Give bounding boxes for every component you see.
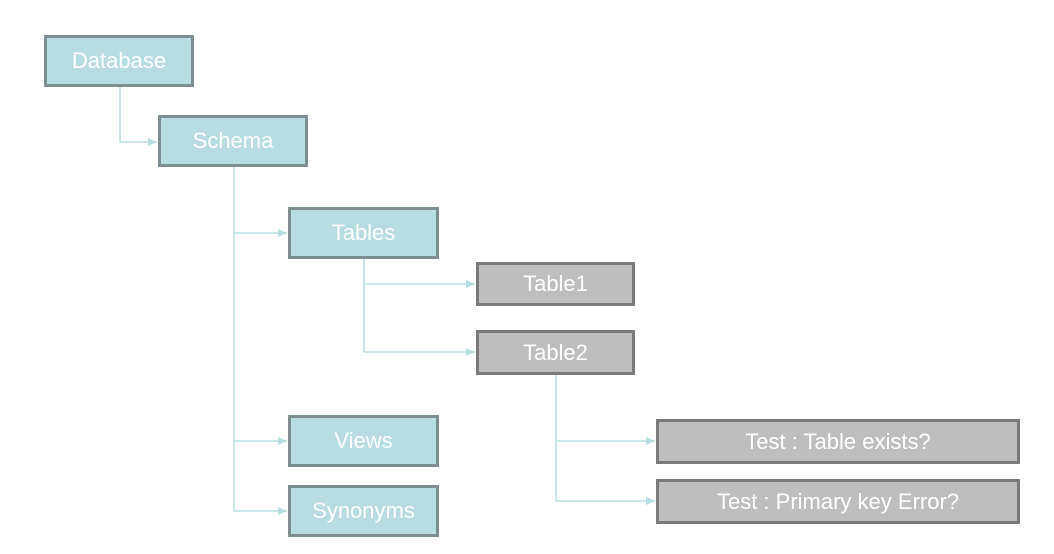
connector-database-schema <box>119 87 157 146</box>
node-views: Views <box>288 415 439 467</box>
node-database: Database <box>44 35 194 87</box>
node-tables: Tables <box>288 207 439 259</box>
node-test-primary-key: Test : Primary key Error? <box>656 479 1020 524</box>
node-schema: Schema <box>158 115 308 167</box>
node-synonyms: Synonyms <box>288 485 439 537</box>
node-table1: Table1 <box>476 262 635 306</box>
node-test-table-exists: Test : Table exists? <box>656 419 1020 464</box>
node-table2: Table2 <box>476 330 635 375</box>
